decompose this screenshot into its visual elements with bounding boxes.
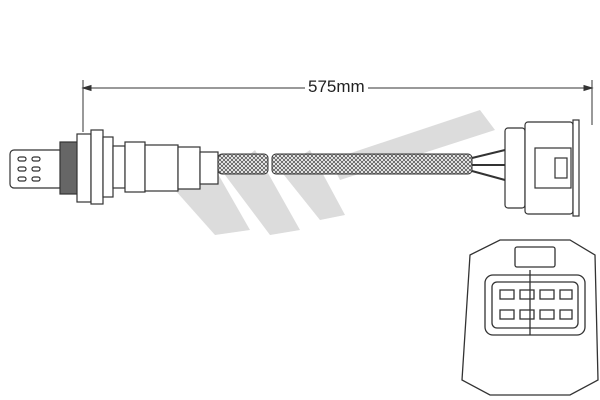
length-dimension-label: 575mm (305, 77, 368, 97)
sensor-probe (9, 129, 219, 205)
braided-cable (217, 149, 506, 181)
connector-front-view (461, 239, 599, 396)
connector-side-view (504, 119, 580, 217)
